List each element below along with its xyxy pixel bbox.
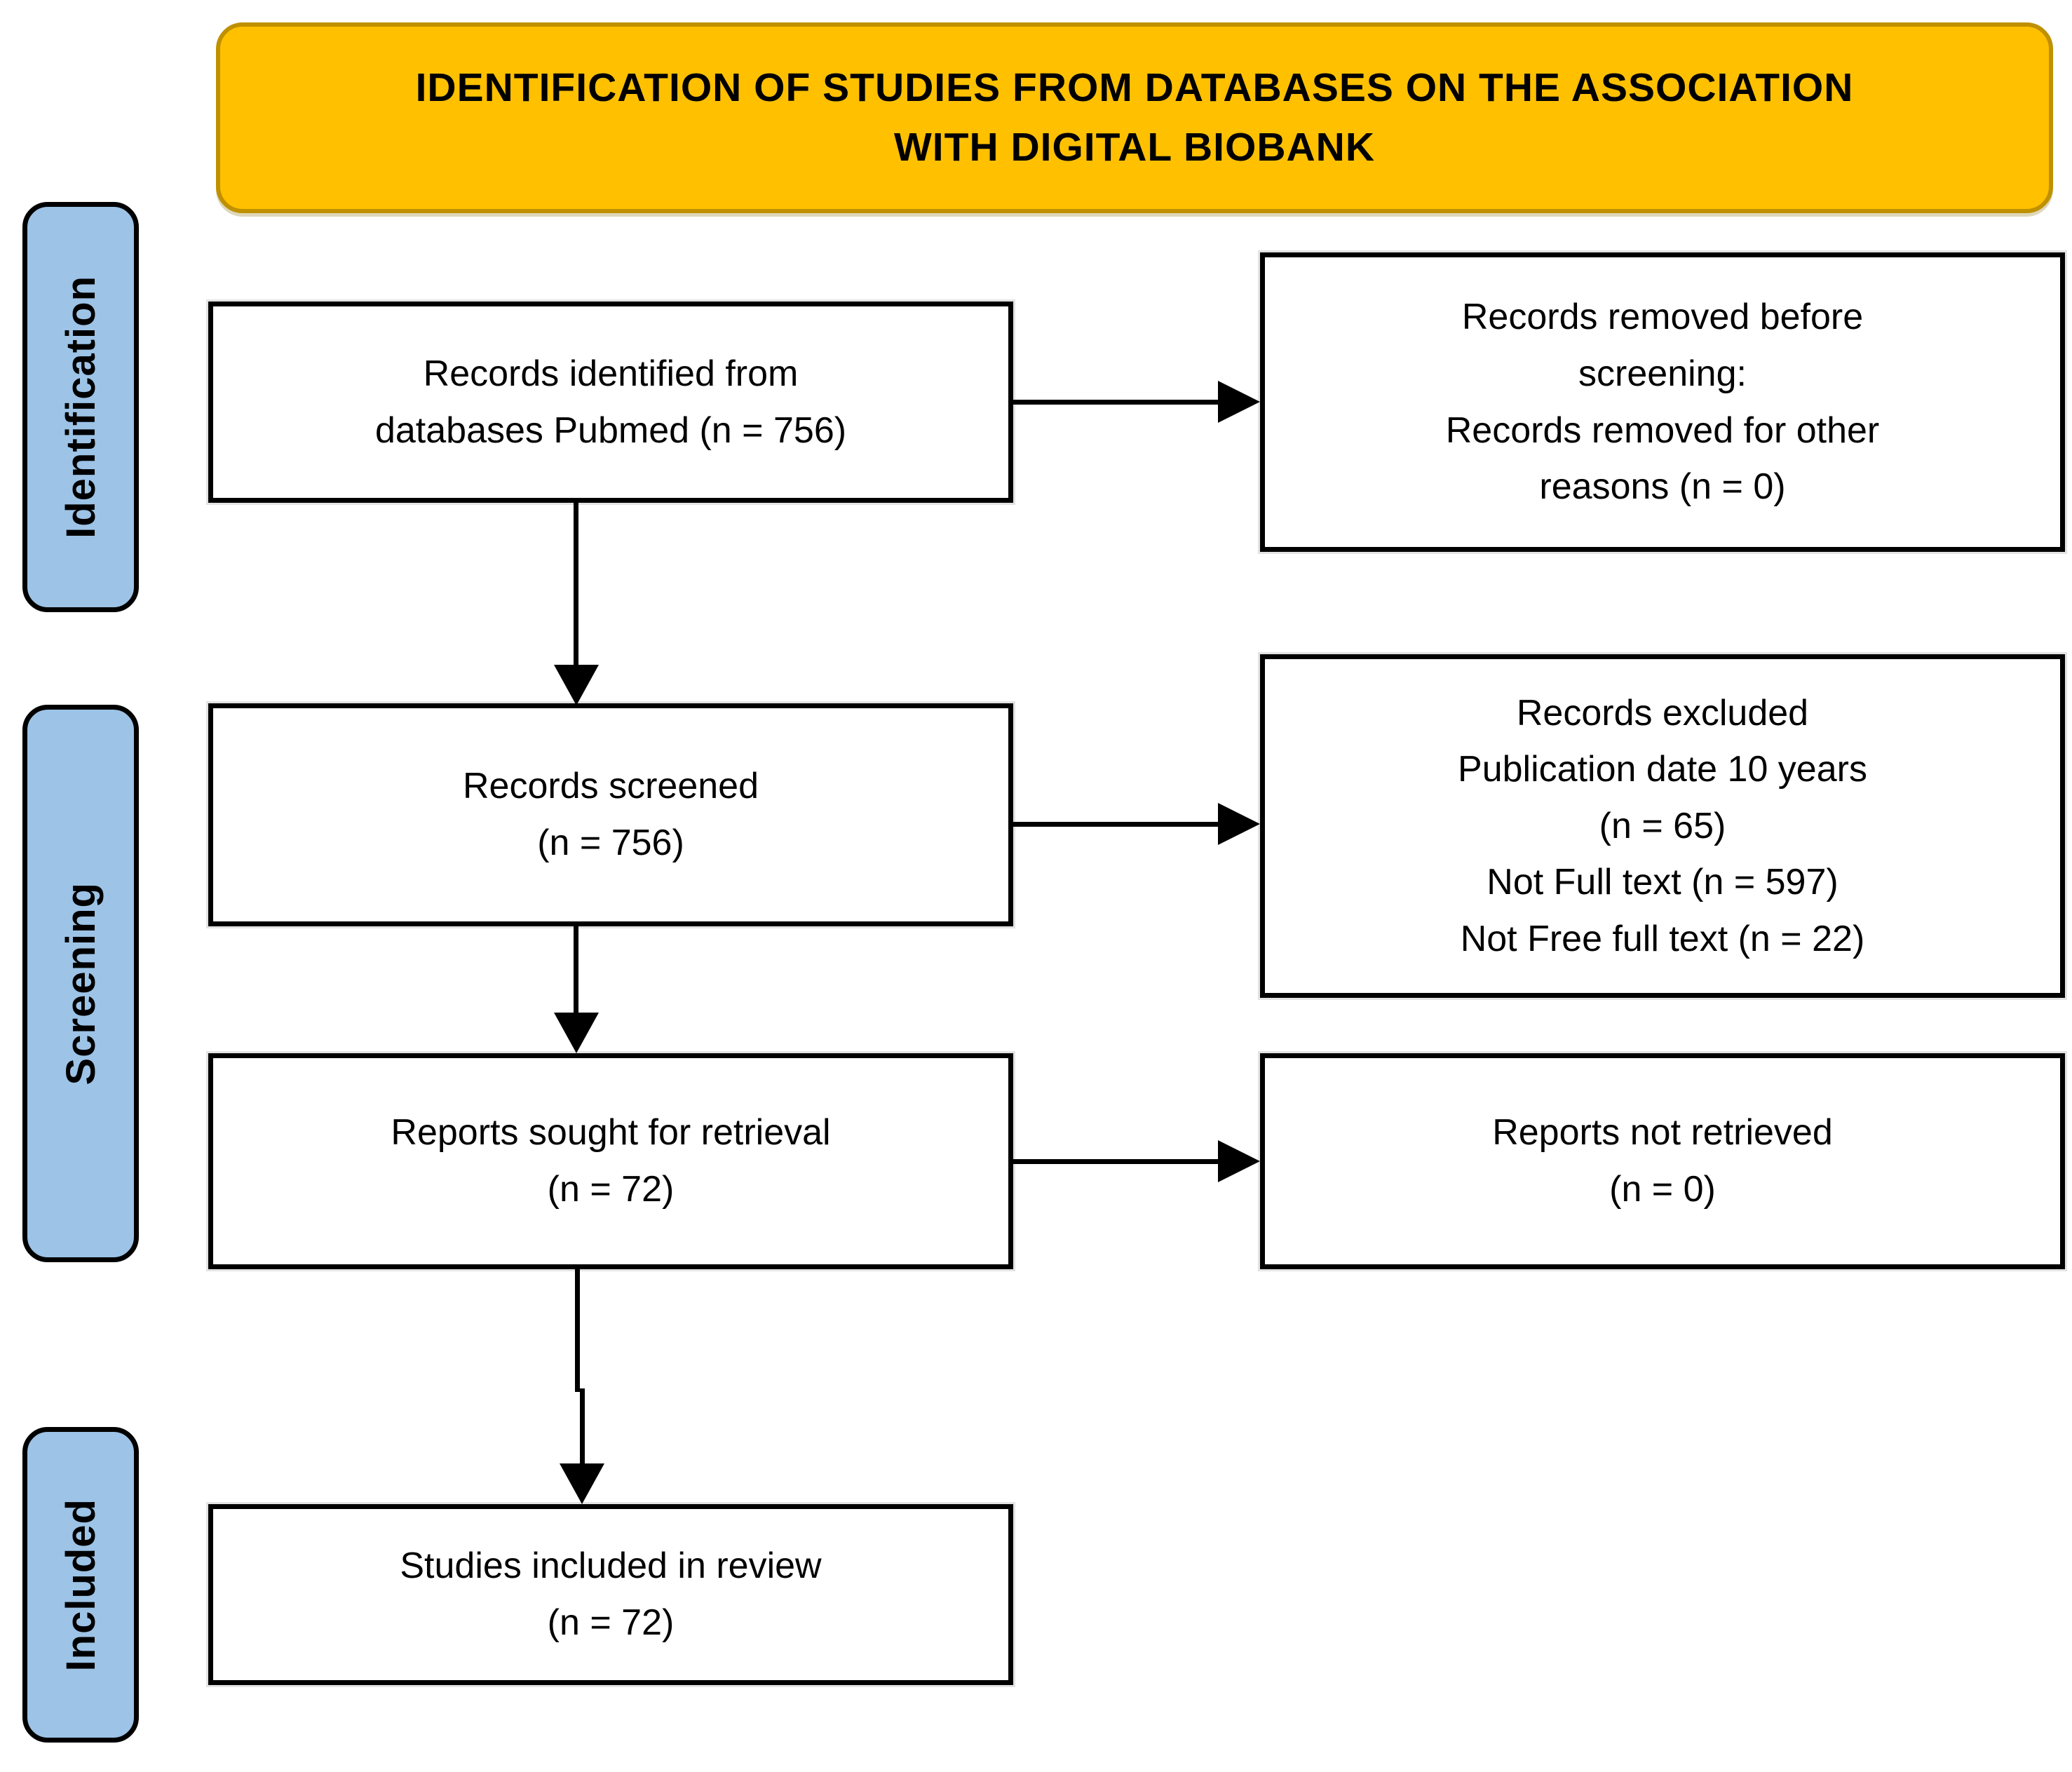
flow-box-records-screened-text: Records screened (n = 756) <box>463 766 759 863</box>
arrow-screened-to-excluded-shaft <box>1013 822 1220 827</box>
arrow-identified-to-removed-head-icon <box>1218 381 1260 423</box>
flow-box-records-identified-text: Records identified from databases Pubmed… <box>374 353 847 451</box>
stage-label-screening: Screening <box>22 705 139 1262</box>
arrow-identified-to-screened-shaft <box>574 503 578 668</box>
stage-label-identification: Identification <box>22 202 139 612</box>
arrow-identified-to-removed-shaft <box>1013 400 1220 405</box>
flow-box-reports-not-retrieved-text: Reports not retrieved (n = 0) <box>1492 1112 1833 1210</box>
diagram-title-banner: IDENTIFICATION OF STUDIES FROM DATABASES… <box>216 22 2053 213</box>
arrow-sought-to-not-retrieved-shaft <box>1013 1159 1220 1164</box>
flow-box-records-screened: Records screened (n = 756) <box>208 703 1013 926</box>
arrow-sought-to-not-retrieved-head-icon <box>1218 1140 1260 1182</box>
arrow-sought-to-included-shaft-upper <box>575 1269 580 1392</box>
flow-box-studies-included: Studies included in review (n = 72) <box>208 1504 1013 1685</box>
arrow-sought-to-included-head-icon <box>560 1463 604 1504</box>
stage-label-included: Included <box>22 1427 139 1743</box>
flow-box-records-removed-text: Records removed before screening: Record… <box>1445 297 1880 508</box>
flow-box-reports-not-retrieved: Reports not retrieved (n = 0) <box>1260 1053 2065 1269</box>
flow-box-records-excluded: Records excluded Publication date 10 yea… <box>1260 654 2065 998</box>
arrow-identified-to-screened-head-icon <box>554 665 599 705</box>
arrow-screened-to-excluded-head-icon <box>1218 803 1260 845</box>
diagram-title-text: IDENTIFICATION OF STUDIES FROM DATABASES… <box>415 65 1854 170</box>
stage-label-screening-text: Screening <box>57 881 104 1085</box>
flow-box-records-excluded-text: Records excluded Publication date 10 yea… <box>1458 692 1867 959</box>
arrow-sought-to-included-shaft-lower <box>580 1388 585 1467</box>
flow-box-records-removed-before-screening: Records removed before screening: Record… <box>1260 252 2065 552</box>
flow-box-reports-sought: Reports sought for retrieval (n = 72) <box>208 1053 1013 1269</box>
arrow-screened-to-sought-shaft <box>574 926 578 1014</box>
flow-box-records-identified: Records identified from databases Pubmed… <box>208 302 1013 503</box>
flow-box-studies-included-text: Studies included in review (n = 72) <box>400 1546 822 1643</box>
flow-box-reports-sought-text: Reports sought for retrieval (n = 72) <box>391 1112 831 1210</box>
stage-label-included-text: Included <box>57 1498 104 1672</box>
stage-label-identification-text: Identification <box>57 276 104 539</box>
arrow-screened-to-sought-head-icon <box>554 1013 599 1053</box>
